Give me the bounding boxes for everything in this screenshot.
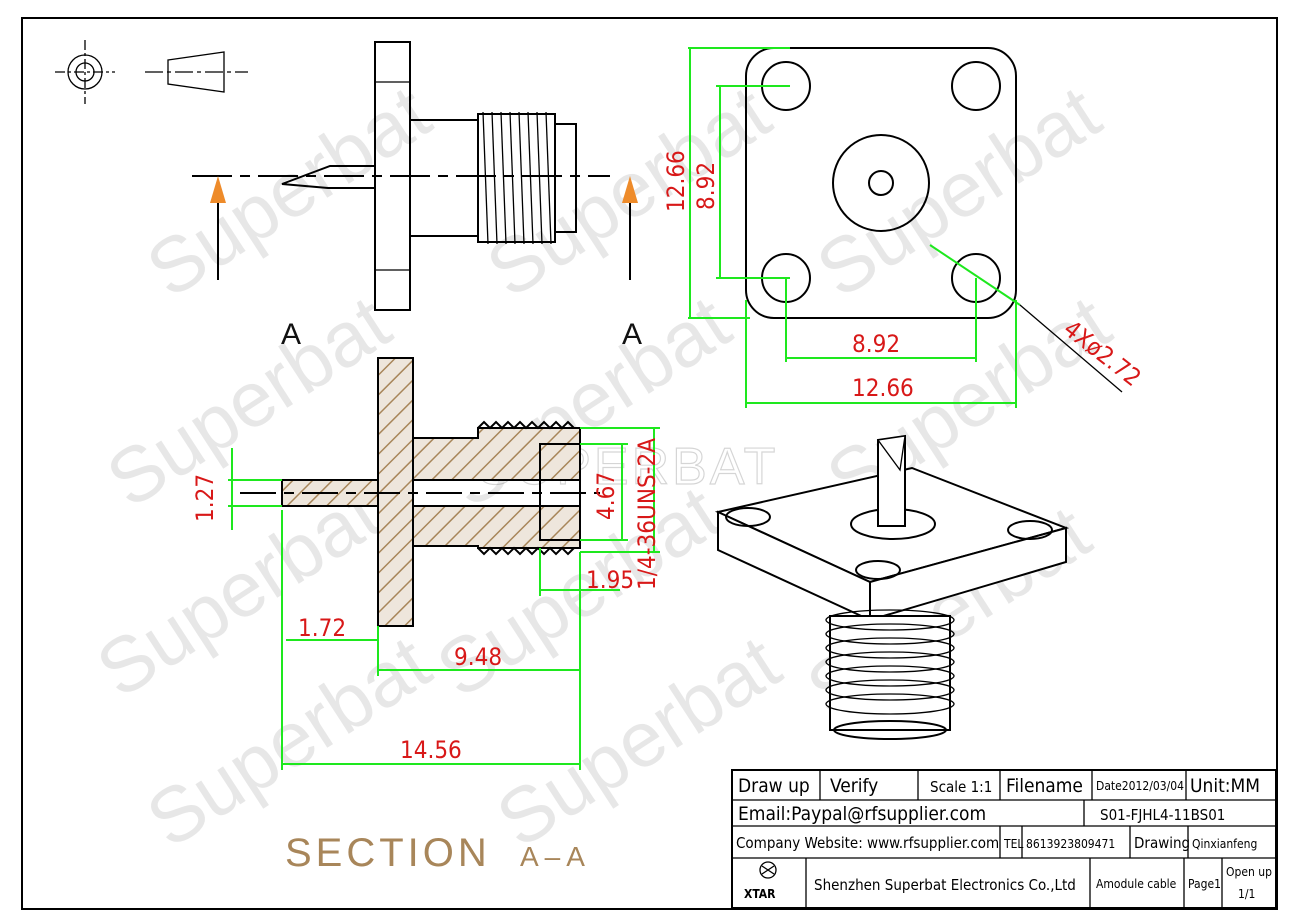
tb-filename: Filename	[1006, 775, 1083, 797]
tb-product: Amodule cable	[1096, 877, 1177, 891]
tb-open-up-value: 1/1	[1238, 887, 1255, 901]
tb-email: Email:Paypal@rfsupplier.com	[738, 803, 986, 825]
section-marker-left: A	[281, 318, 301, 351]
tb-tel-label: TEL	[1003, 837, 1023, 851]
isometric-view	[714, 434, 1070, 740]
dim-front-width-outer: 12.66	[852, 374, 914, 402]
projection-symbol-icon	[55, 40, 248, 104]
dim-thread-spec: 1/4-36UNS-2A	[633, 438, 661, 590]
section-suffix: A–A	[520, 841, 591, 872]
tb-part-no: S01-FJHL4-11BS01	[1100, 806, 1225, 824]
dim-pin-dia: 1.27	[191, 474, 219, 522]
tb-date: Date2012/03/04	[1096, 779, 1184, 793]
title-block: Draw up Verify Scale 1:1 Filename Date20…	[731, 769, 1277, 909]
dim-front-height-inner: 8.92	[692, 162, 720, 210]
dim-pin-extension: 1.72	[298, 614, 346, 642]
tb-verify: Verify	[830, 775, 878, 797]
dim-front-width-inner: 8.92	[852, 330, 900, 358]
tb-drawer: Qinxianfeng	[1192, 837, 1257, 851]
tb-company: Shenzhen Superbat Electronics Co.,Ltd	[814, 876, 1076, 894]
tb-unit: Unit:MM	[1190, 775, 1260, 797]
section-title: SECTION	[285, 831, 491, 875]
tb-company-website: Company Website: www.rfsupplier.com	[736, 834, 999, 852]
side-view: A A	[192, 41, 642, 351]
watermark-1: Superbat	[131, 68, 445, 314]
watermark-3: Superbat	[801, 68, 1115, 314]
tb-logo-text: XTAR	[744, 887, 776, 901]
dim-overall-length: 14.56	[400, 736, 462, 764]
tb-tel: 8613923809471	[1026, 837, 1115, 851]
tb-draw-up: Draw up	[738, 775, 810, 797]
tb-open-up: Open up	[1226, 865, 1272, 879]
tb-scale: Scale 1:1	[930, 778, 992, 796]
dim-front-height-outer: 12.66	[662, 150, 690, 212]
dim-body-length: 9.48	[454, 643, 502, 671]
tb-page: Page1	[1188, 877, 1221, 891]
dim-tip-offset: 1.95	[586, 566, 634, 594]
tb-drawing-label: Drawing	[1134, 834, 1190, 852]
section-marker-right: A	[622, 318, 642, 351]
xtar-logo-icon	[759, 861, 777, 879]
dim-bore-dia: 4.67	[592, 472, 620, 520]
section-view: 1.27 4.67 1/4-36UNS-2A 1.95 1.72 9.48 14…	[191, 357, 661, 875]
drawing-border	[21, 17, 1278, 910]
watermark-group: Superbat Superbat Superbat Superbat Supe…	[81, 68, 1125, 864]
